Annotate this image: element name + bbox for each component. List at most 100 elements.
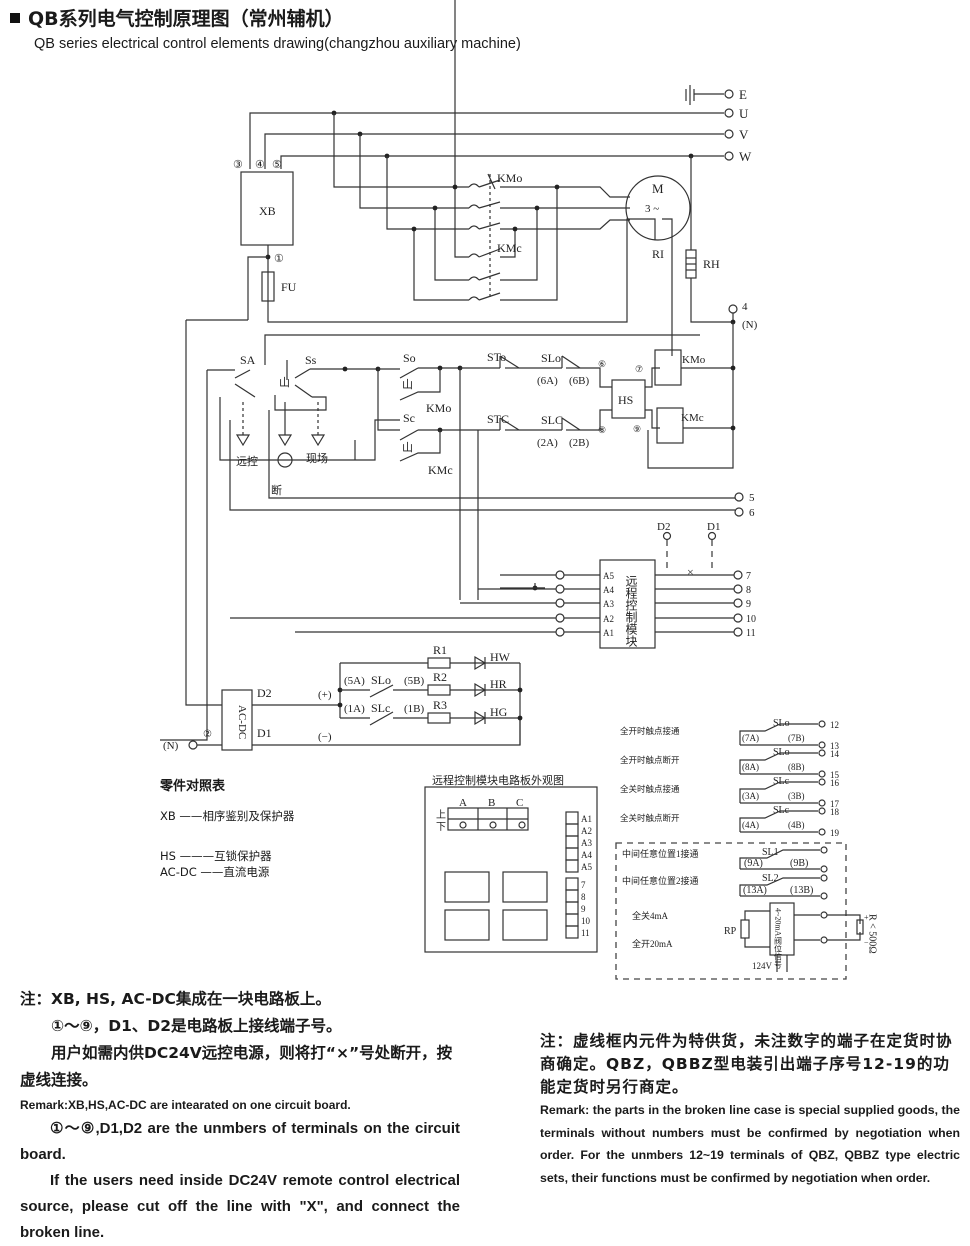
control-circuit: SA Ss 山 远控 现场 断 5 6 So 山 (160, 334, 755, 741)
hs-pin-9: ⑨ (633, 424, 641, 434)
load-plus: + (864, 913, 869, 922)
remote-output-label: 10 (746, 614, 756, 625)
mid1-switch-label: SL1 (762, 847, 779, 858)
board-num-pin (565, 877, 579, 891)
remote-output-label: 11 (746, 628, 756, 639)
slc-pin-2b: (2B) (569, 437, 590, 449)
limit-contact-pin-b: (8B) (788, 762, 805, 772)
xb-pin-4: ④ (255, 159, 265, 171)
limit-terminal (818, 778, 826, 786)
board-a-pin (565, 823, 579, 837)
board-a-pin-label: A3 (581, 838, 592, 848)
board-num-pin (565, 925, 579, 939)
title-cn: QB系列电气控制原理图（常州辅机） (28, 8, 344, 30)
fuse-fu: FU (261, 218, 636, 323)
heater-terminal-note: (N) (742, 319, 758, 331)
slo-pin-5b: (5B) (404, 675, 425, 687)
xb-label: XB (259, 204, 276, 218)
remote-output-terminal (733, 627, 743, 637)
terminal-U (724, 108, 734, 118)
limit-contact-desc: 全关时触点接通 (620, 784, 680, 794)
terminal-E (724, 89, 734, 99)
load-minus: − (864, 938, 869, 947)
board-num-pin (565, 901, 579, 915)
sc-label: Sc (403, 411, 415, 425)
limit-contact-pin-a: (7A) (742, 733, 759, 743)
xb-pin-5: ⑤ (272, 159, 282, 171)
load-resistor-label: R < 500Ω (867, 914, 878, 954)
board-num-pin-label: 8 (581, 892, 586, 902)
slo-pin-6b: (6B) (569, 375, 590, 387)
mid1-pin-a: (9A) (744, 858, 763, 869)
board-num-pin (565, 889, 579, 903)
remote-input-terminal (555, 627, 565, 637)
note-right-en: Remark: the parts in the broken line cas… (540, 1103, 960, 1185)
contactor-main: KMo KMc (333, 0, 630, 301)
board-col-b: B (488, 797, 495, 809)
mid2-desc: 中间任意位置2接通 (622, 875, 699, 886)
remote-output-terminal (733, 584, 743, 594)
sc-pushbutton-glyph: 山 (402, 441, 413, 454)
parts-item-acdc: AC-DC ——直流电源 (160, 865, 270, 879)
limit-contact-desc: 全开时触点接通 (620, 726, 680, 736)
limit-contact-pin-a: (4A) (742, 820, 759, 830)
limit-contact-pin-a: (3A) (742, 791, 759, 801)
acdc-pin-2: ② (203, 729, 212, 740)
slc-pin-1a: (1A) (344, 703, 365, 715)
kmc-contacts: KMc (468, 241, 522, 301)
limit-contact-desc: 全开时触点断开 (620, 755, 680, 765)
remote-input-label: A4 (603, 585, 614, 595)
remote-input-terminal (555, 570, 565, 580)
r1-label: R1 (433, 643, 447, 657)
slc-label: SLC (541, 413, 563, 427)
d2-label: D2 (657, 521, 670, 533)
limit-terminal (818, 807, 826, 815)
local-label: 现场 (306, 451, 328, 465)
fuse-label: FU (281, 280, 297, 294)
board-row-bottom: 下 (436, 822, 446, 833)
limit-contact-pin-a: (8A) (742, 762, 759, 772)
pushbutton-glyph: 山 (279, 376, 290, 389)
page-title: QB系列电气控制原理图（常州辅机） (10, 4, 344, 31)
board-view-title: 远程控制模块电路板外观图 (432, 773, 564, 787)
transmitter-label: 4~20mA阀位信号 (774, 908, 783, 969)
limit-contact-wire (739, 752, 818, 774)
motor-label: M (652, 181, 664, 196)
note-right-cn: 注：虚线框内元件为特供货，未注数字的端子在定货时协商确定。QBZ，QBBZ型电装… (540, 1032, 953, 1096)
limit-contact-pin-b: (3B) (788, 791, 805, 801)
remote-output-terminal (733, 613, 743, 623)
power-lines: E U V W (249, 85, 752, 169)
terminal-label-U: U (739, 106, 749, 121)
remote-output-terminal (733, 570, 743, 580)
d1-label: D1 (707, 521, 720, 533)
heater-rh: RH 4 (N) (647, 156, 758, 469)
plus-label: (+) (318, 689, 332, 701)
note-cn-1: 注：XB, HS, AC-DC集成在一块电路板上。 (20, 990, 331, 1008)
board-a-pin (565, 835, 579, 849)
remote-input-terminal (555, 584, 565, 594)
open-20ma: 全开20mA (632, 938, 673, 949)
kmo-coil-label: KMo (682, 354, 706, 366)
slo-pin-5a: (5A) (344, 675, 365, 687)
remote-input-terminal (555, 598, 565, 608)
limit-contact-wire (739, 781, 818, 803)
kmc-label: KMc (497, 241, 522, 255)
board-a-pin-label: A1 (581, 814, 592, 824)
kmo-aux-label: KMo (426, 401, 451, 415)
ind-slo-label: SLo (371, 673, 391, 687)
remote-input-label: A1 (603, 628, 614, 638)
limit-terminal (818, 799, 826, 807)
limit-terminal-label: 15 (830, 770, 840, 780)
board-num-pin-label: 9 (581, 904, 586, 914)
remote-output-label: 9 (746, 599, 751, 610)
rp-label: RP (724, 926, 737, 937)
terminal-label-W: W (739, 149, 752, 164)
so-label: So (403, 351, 416, 365)
notes-right: 注：虚线框内元件为特供货，未注数字的端子在定货时协商确定。QBZ，QBBZ型电装… (540, 1030, 960, 1189)
board-a-pin (565, 811, 579, 825)
lamp-hg-label: HG (490, 705, 508, 719)
board-a-pin (565, 859, 579, 873)
parts-item-xb: XB ——相序鉴别及保护器 (160, 809, 295, 823)
mid1-desc: 中间任意位置1接通 (622, 848, 699, 859)
